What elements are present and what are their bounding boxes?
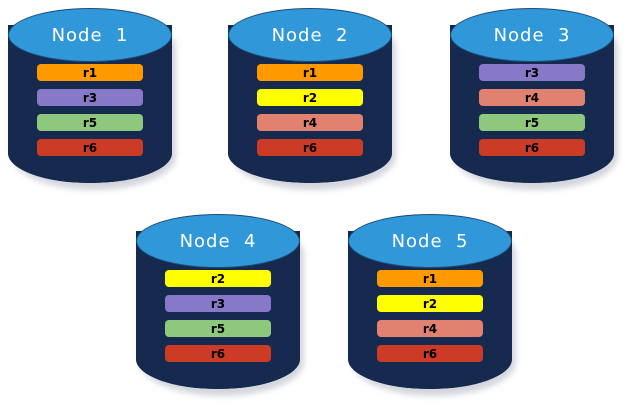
replica-bar[interactable]: r6 [377,345,483,362]
database-node[interactable]: Node 5 r1 r2 r4 r6 [348,214,516,396]
replica-bar[interactable]: r2 [377,295,483,312]
replica-bar[interactable]: r6 [257,139,363,156]
cylinder-top-ellipse [8,8,172,62]
replica-bar[interactable]: r1 [37,64,143,81]
database-node[interactable]: Node 3 r3 r4 r5 r6 [450,8,618,190]
replica-bar[interactable]: r4 [257,114,363,131]
replica-bar[interactable]: r3 [479,64,585,81]
cylinder-top-ellipse [348,214,512,268]
database-node[interactable]: Node 4 r2 r3 r5 r6 [136,214,304,396]
node-title: Node 3 [493,24,571,46]
replica-bar[interactable]: r6 [37,139,143,156]
replica-bar[interactable]: r4 [377,320,483,337]
replica-bar[interactable]: r3 [165,295,271,312]
replica-stack: r2 r3 r5 r6 [136,270,300,362]
node-title: Node 1 [51,24,129,46]
replica-stack: r1 r2 r4 r6 [348,270,512,362]
replica-bar[interactable]: r5 [37,114,143,131]
node-title: Node 4 [179,230,257,252]
node-title: Node 2 [271,24,349,46]
database-node[interactable]: Node 1 r1 r3 r5 r6 [8,8,176,190]
database-node[interactable]: Node 2 r1 r2 r4 r6 [228,8,396,190]
replica-bar[interactable]: r1 [377,270,483,287]
replica-stack: r1 r2 r4 r6 [228,64,392,156]
cylinder-top-ellipse [450,8,614,62]
replica-bar[interactable]: r2 [165,270,271,287]
replica-bar[interactable]: r2 [257,89,363,106]
replica-bar[interactable]: r1 [257,64,363,81]
replica-bar[interactable]: r5 [165,320,271,337]
replica-bar[interactable]: r5 [479,114,585,131]
replica-bar[interactable]: r4 [479,89,585,106]
replica-bar[interactable]: r6 [165,345,271,362]
replica-stack: r3 r4 r5 r6 [450,64,614,156]
replica-stack: r1 r3 r5 r6 [8,64,172,156]
replica-bar[interactable]: r3 [37,89,143,106]
replica-bar[interactable]: r6 [479,139,585,156]
cylinder-top-ellipse [136,214,300,268]
node-title: Node 5 [391,230,469,252]
cylinder-top-ellipse [228,8,392,62]
